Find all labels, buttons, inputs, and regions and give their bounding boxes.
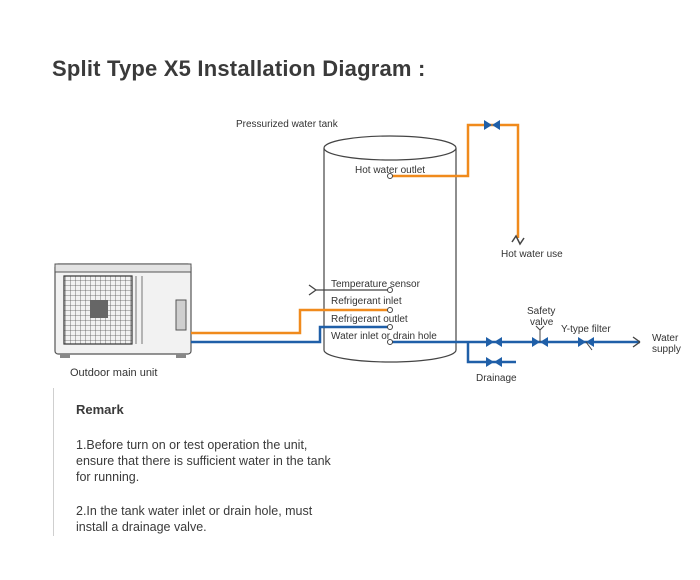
refrigerant-outlet-pipe bbox=[191, 325, 390, 344]
remark-panel: Remark 1.Before turn on or test operatio… bbox=[53, 388, 366, 536]
hot-water-outlet-label: Hot water outlet bbox=[355, 165, 425, 176]
hot-water-valve-icon bbox=[484, 120, 500, 130]
safety-valve-label-1: Safety bbox=[527, 306, 555, 317]
refrigerant-inlet-label: Refrigerant inlet bbox=[331, 296, 402, 307]
water-supply-label-2: supply bbox=[652, 344, 681, 355]
remark-item-2: 2.In the tank water inlet or drain hole,… bbox=[76, 504, 313, 534]
tank-label: Pressurized water tank bbox=[236, 119, 339, 130]
page-title: Split Type X5 Installation Diagram : bbox=[52, 56, 426, 81]
remark-item-1: 1.Before turn on or test operation the u… bbox=[76, 438, 331, 484]
remark-title: Remark bbox=[76, 402, 124, 417]
temperature-sensor-label: Temperature sensor bbox=[331, 279, 421, 290]
fan-hub-icon bbox=[90, 300, 108, 318]
water-inlet-label: Water inlet or drain hole bbox=[331, 331, 437, 342]
hot-water-use-label: Hot water use bbox=[501, 249, 563, 260]
water-supply-arrow-icon bbox=[632, 336, 641, 348]
outdoor-unit bbox=[54, 263, 192, 358]
water-tank bbox=[323, 135, 457, 363]
refrigerant-outlet-label: Refrigerant outlet bbox=[331, 314, 408, 325]
water-supply-label-1: Water bbox=[652, 333, 679, 344]
y-filter-label: Y-type filter bbox=[561, 324, 611, 335]
hot-water-pipe bbox=[390, 123, 520, 238]
temperature-sensor-line bbox=[308, 284, 393, 296]
drainage-label: Drainage bbox=[476, 373, 517, 384]
safety-valve-label-2: valve bbox=[530, 317, 554, 328]
outdoor-unit-label: Outdoor main unit bbox=[70, 367, 157, 379]
drainage-valve-icon bbox=[486, 357, 502, 367]
refrigerant-inlet-pipe bbox=[191, 308, 390, 335]
inlet-valve-icon bbox=[486, 337, 502, 347]
hot-water-use-tap-icon bbox=[511, 234, 525, 246]
